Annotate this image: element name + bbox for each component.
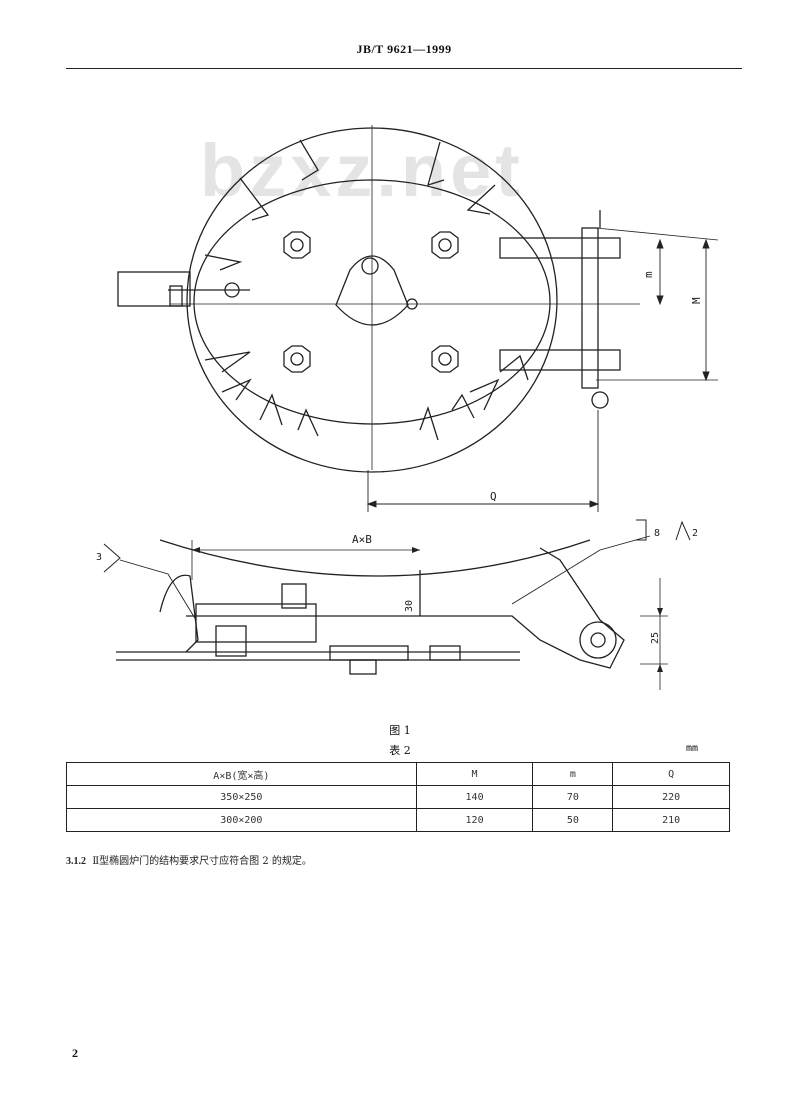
clause-text: Ⅱ型椭圆炉门的结构要求尺寸应符合图 2 的规定。 (92, 856, 312, 867)
dim-m: m (642, 271, 655, 278)
technical-drawing: m M Q A×B 30 25 3 8 2 (96, 125, 719, 690)
table-cell: 70 (532, 785, 614, 809)
standard-number: JB/T 9621—1999 (356, 42, 452, 56)
bolt-bottom-right (431, 345, 459, 373)
figure-caption: 图 1 (389, 724, 411, 737)
clause-number: 3.1.2 (66, 856, 86, 867)
section-view (116, 535, 668, 690)
table-cell: 300×200 (66, 808, 417, 832)
left-handle (117, 271, 250, 307)
dim-M: M (690, 297, 703, 304)
right-hinge (499, 210, 719, 409)
center-cam-plate (335, 255, 409, 326)
table-cell: 140 (415, 785, 534, 809)
table-header-row: A×B(宽×高) M m Q (66, 762, 730, 786)
col-header: Q (612, 762, 730, 786)
bolt-top-left (283, 231, 311, 259)
clause-paragraph: 3.1.2 Ⅱ型椭圆炉门的结构要求尺寸应符合图 2 的规定。 (66, 852, 312, 867)
weld-right-depth: 8 (654, 528, 660, 539)
dimension-table: A×B(宽×高) M m Q 350×250 140 70 220 300×20… (66, 762, 730, 832)
table-cell: 120 (415, 808, 534, 832)
bolt-top-right (431, 231, 459, 259)
table-cell: 50 (532, 808, 614, 832)
dim-30: 30 (404, 600, 415, 612)
weld-right-leg: 2 (692, 528, 698, 539)
bolt-bottom-left (283, 345, 311, 373)
table-cell: 210 (612, 808, 730, 832)
page-number: 2 (72, 1046, 78, 1060)
dim-25: 25 (650, 632, 661, 644)
table-cell: 350×250 (66, 785, 417, 809)
table-row: 350×250 140 70 220 (66, 785, 730, 809)
table-unit: mm (686, 743, 699, 754)
page-header: JB/T 9621—1999 (66, 38, 742, 69)
dim-axb: A×B (352, 533, 372, 546)
radial-teeth (204, 139, 529, 441)
table-caption: 表 2 (389, 744, 411, 757)
col-header: A×B(宽×高) (66, 762, 417, 786)
weld-symbol-right-icon (636, 519, 691, 541)
col-header: m (532, 762, 614, 786)
weld-left-value: 3 (96, 552, 102, 563)
col-header: M (415, 762, 534, 786)
weld-symbol-left-icon (103, 543, 121, 573)
table-row: 300×200 120 50 210 (66, 808, 730, 832)
center-pin (361, 257, 379, 275)
table-cell: 220 (612, 785, 730, 809)
dim-Q: Q (490, 490, 497, 503)
